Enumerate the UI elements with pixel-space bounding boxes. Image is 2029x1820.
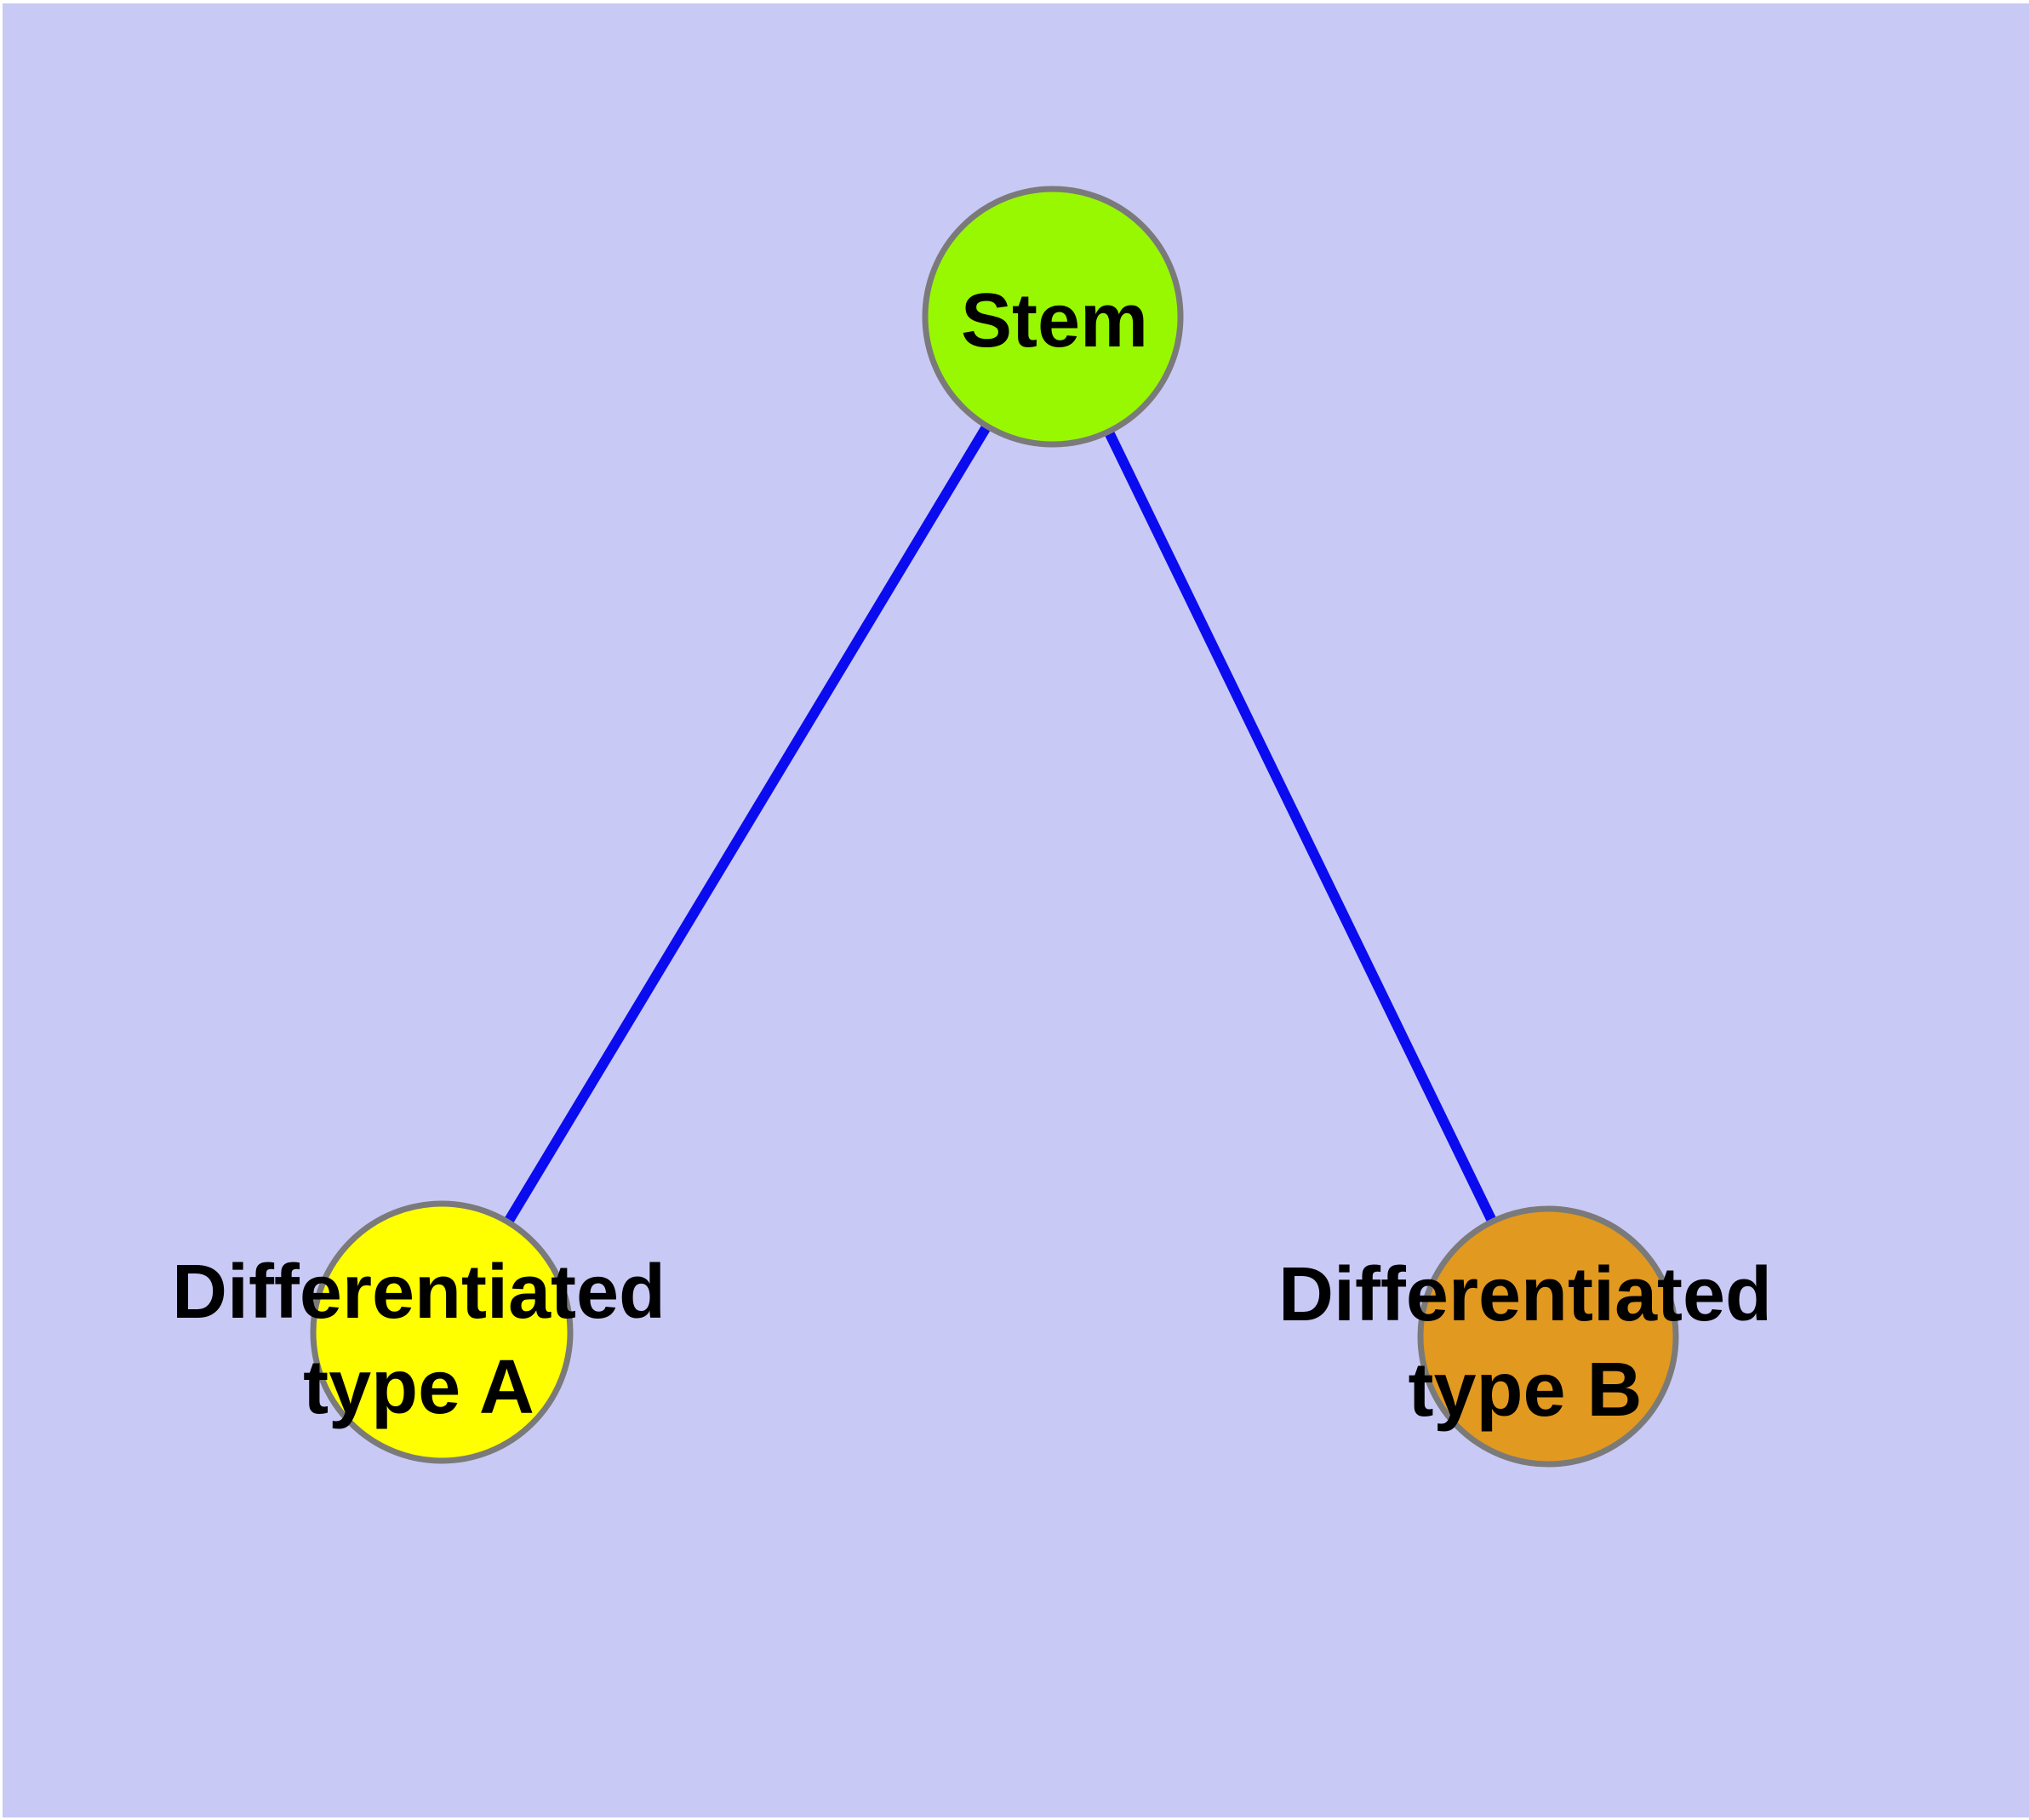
node-differentiated-type-a-label-line-1: Differentiated — [172, 1250, 666, 1335]
node-differentiated-type-a-label-line-2: type A — [303, 1345, 534, 1430]
node-differentiated-type-b-label-line-1: Differentiated — [1278, 1252, 1772, 1337]
node-stem-label-line-1: Stem — [961, 278, 1148, 363]
node-differentiated-type-b-circle — [1417, 1205, 1679, 1468]
edge-stem-to-differentiated-type-b — [1048, 314, 1553, 1339]
node-differentiated-type-b-label-line-2: type B — [1408, 1348, 1642, 1433]
edge-stem-to-differentiated-type-a — [437, 313, 1058, 1336]
node-differentiated-type-a-circle — [310, 1200, 574, 1464]
node-stem-circle — [922, 186, 1184, 448]
